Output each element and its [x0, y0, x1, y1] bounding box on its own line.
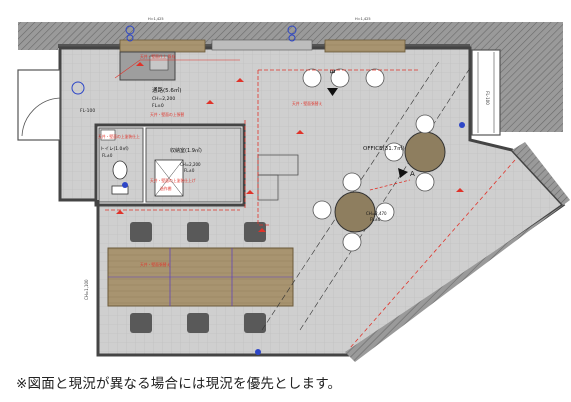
section-b-label: B [328, 69, 336, 74]
red-note: 天井・壁面の上塗装仕上げ [150, 178, 196, 183]
toilet-name: トイレ(1.0㎡) [100, 145, 129, 152]
angled-wall [345, 142, 570, 362]
stool [375, 202, 395, 222]
left-wall-dim: CH=1,100 [84, 200, 100, 355]
red-note: 造作棚 [160, 186, 172, 191]
entrance: FL-100 [17, 69, 95, 141]
corridor-name: 通路(5.6㎡) [152, 86, 182, 94]
storage-ceiling: CH=2,200 [180, 162, 201, 167]
stool [342, 172, 362, 192]
storage-floor: FL±0 [184, 168, 195, 173]
left-wall-dim-label: CH=1,100 [84, 279, 89, 300]
top-right-dim: H=1,425 [355, 17, 371, 21]
window-recess: FL-100 [471, 49, 501, 136]
chair [244, 222, 266, 242]
stool [415, 172, 435, 192]
section-marker-b [327, 88, 338, 96]
stool [384, 142, 404, 162]
chair [130, 222, 152, 242]
office-ceiling: CH=2,470 [366, 211, 387, 216]
stool [312, 200, 332, 220]
office-name: OFFICE(31.7㎡) [363, 144, 405, 152]
storage-name: 収納室(1.9㎡) [170, 147, 202, 154]
chair [244, 313, 266, 333]
stool [302, 68, 322, 88]
stool [330, 68, 350, 88]
corridor-label-group: 通路(5.6㎡) CH=2,200 FL±0 [152, 86, 182, 109]
section-lines [261, 59, 471, 331]
red-note: 天井・壁面の上塗装仕上 [98, 134, 140, 139]
red-note: 天井・壁面張替え [140, 262, 171, 267]
red-note: 天井・壁面張替え [292, 101, 323, 106]
office-floor: FL±0 [370, 217, 381, 222]
office-label-group: OFFICE(31.7㎡) CH=2,470 FL±0 [363, 144, 405, 222]
red-note: 天井・壁面仕上 既存 [140, 54, 176, 59]
floor-plan: FL-100 FL-100 通路(5.6㎡) CH=2,200 FL±0 [17, 17, 570, 362]
corridor-floor: FL±0 [152, 103, 164, 109]
stool [415, 114, 435, 134]
section-markers: B A [327, 69, 415, 178]
round-tables [334, 131, 446, 233]
kitchenette [119, 51, 176, 81]
chair [130, 313, 152, 333]
stool [342, 232, 362, 252]
chair [187, 313, 209, 333]
fixture-symbols: H=1,425 H=1,425 [71, 17, 465, 355]
section-marker-a [398, 168, 408, 178]
wall-counter [119, 39, 406, 53]
desk-group [107, 222, 294, 333]
window-level-label: FL-100 [485, 91, 490, 105]
chair [187, 222, 209, 242]
red-note: 天井・壁面の上張替 [150, 112, 184, 117]
red-annotations: 天井・壁面仕上 既存 天井・壁面の上張替 天井・壁面の上塗装仕上 天井・壁面張替… [98, 54, 464, 267]
inner-rooms: トイレ(1.0㎡) FL±0 収納室(1.9㎡) CH=2,200 FL±0 [94, 123, 246, 207]
corridor-ceiling: CH=2,200 [152, 96, 175, 102]
footer-note: ※図面と現況が異なる場合には現況を優先とします。 [16, 376, 342, 392]
stool [365, 68, 385, 88]
toilet-floor: FL±0 [102, 153, 113, 158]
top-left-dim: H=1,425 [148, 17, 164, 21]
entrance-level-label: FL-100 [80, 108, 95, 114]
section-a-label: A [410, 170, 415, 178]
round-stools [302, 68, 435, 252]
